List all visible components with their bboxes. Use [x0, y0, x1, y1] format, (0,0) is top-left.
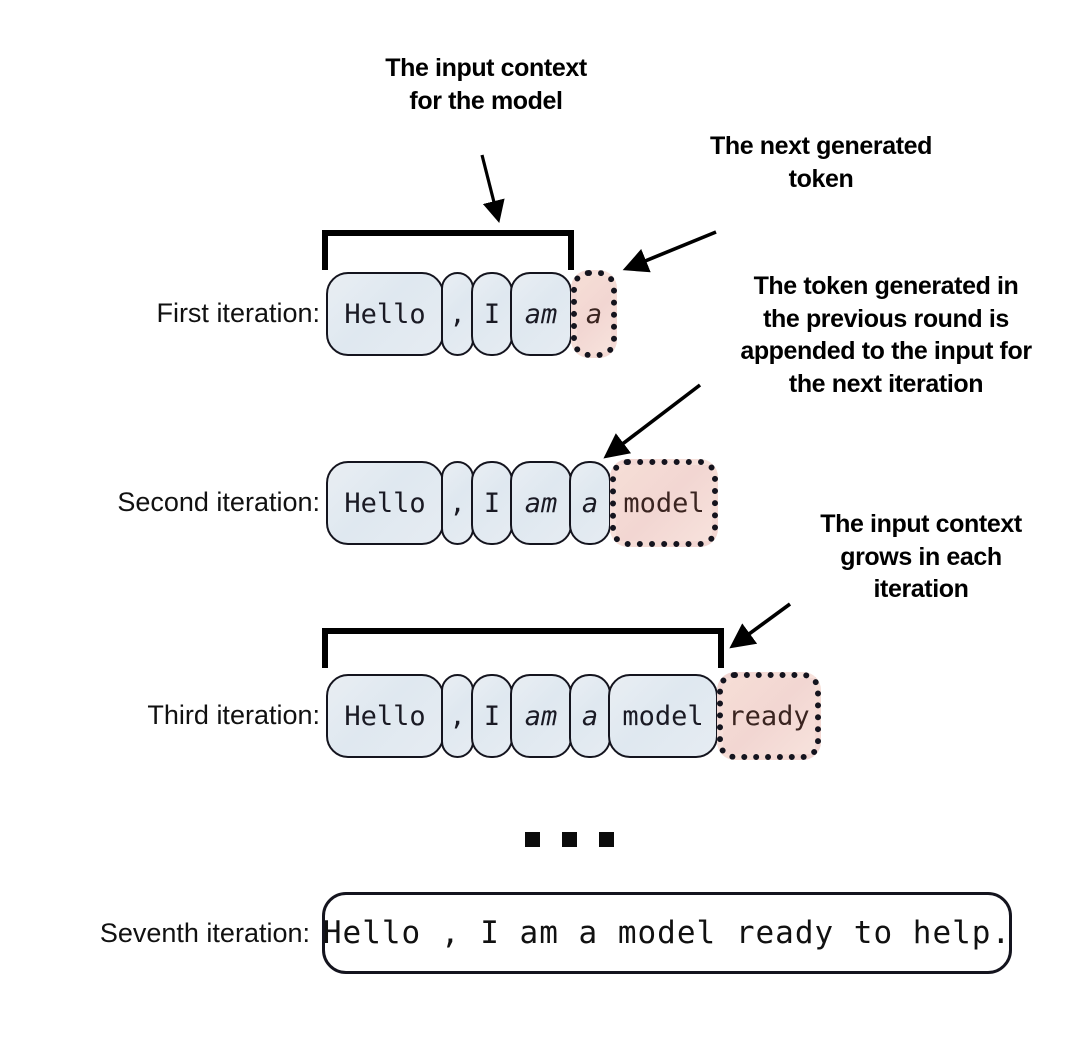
- context-token: I: [471, 674, 513, 758]
- context-token: am: [510, 461, 572, 545]
- annotation-input-context-for-model: The input context for the model: [385, 54, 587, 115]
- context-token: ,: [441, 272, 474, 356]
- annotation-next-generated-token: The next generated token: [709, 132, 933, 193]
- annotation-token-appended: The token generated in the previous roun…: [740, 272, 1032, 398]
- final-sentence-text: Hello , I am a model ready to help.: [322, 915, 1012, 951]
- context-token: Hello: [326, 461, 444, 545]
- context-token: a: [569, 674, 611, 758]
- ellipsis-dot: [562, 832, 577, 847]
- token-row-second: Hello , I am a model: [326, 459, 718, 547]
- context-token: am: [510, 272, 572, 356]
- generated-token: model: [610, 459, 718, 547]
- context-token: ,: [441, 461, 474, 545]
- annotation-context-grows: The input context grows in each iteratio…: [820, 510, 1022, 603]
- token-row-first: Hello , I am a: [326, 270, 617, 358]
- generated-token: ready: [717, 672, 821, 760]
- context-bracket-first: [322, 230, 574, 270]
- context-token: Hello: [326, 674, 444, 758]
- context-token: am: [510, 674, 572, 758]
- ellipsis-dots: [525, 832, 614, 847]
- context-token: ,: [441, 674, 474, 758]
- row-label-second: Second iteration:: [117, 487, 320, 517]
- token-row-third: Hello , I am a model ready: [326, 672, 821, 760]
- context-token: I: [471, 272, 513, 356]
- context-token: a: [569, 461, 611, 545]
- context-token: I: [471, 461, 513, 545]
- context-token: model: [608, 674, 718, 758]
- row-label-third: Third iteration:: [147, 700, 320, 730]
- ellipsis-dot: [525, 832, 540, 847]
- row-label-seventh: Seventh iteration:: [99, 918, 310, 948]
- context-token: Hello: [326, 272, 444, 356]
- ellipsis-dot: [599, 832, 614, 847]
- generated-token: a: [571, 270, 617, 358]
- context-bracket-third: [322, 628, 724, 668]
- row-label-first: First iteration:: [156, 298, 320, 328]
- final-sentence-box: Hello , I am a model ready to help.: [322, 892, 1012, 974]
